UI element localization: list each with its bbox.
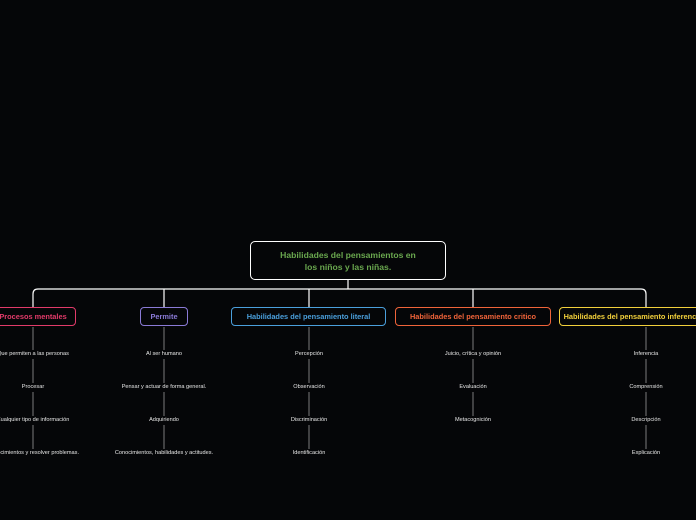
- leaf-item[interactable]: Metacognición: [454, 417, 492, 423]
- branch-label: Procesos mentales: [0, 312, 67, 321]
- branch-node[interactable]: Habilidades del pensamiento critico: [395, 307, 551, 326]
- leaf-item[interactable]: Comprensión: [629, 384, 663, 390]
- leaf-item[interactable]: Procesar: [21, 384, 45, 390]
- leaf-item[interactable]: Observación: [293, 384, 325, 390]
- leaf-item[interactable]: Inferencia: [633, 351, 659, 357]
- branch-bus-connector: [32, 288, 647, 307]
- root-node[interactable]: Habilidades del pensamientos en los niño…: [250, 241, 446, 280]
- leaf-item[interactable]: Identificación: [292, 450, 326, 456]
- root-title: Habilidades del pensamientos en los niño…: [280, 249, 416, 272]
- branch-label: Habilidades del pensamiento literal: [246, 312, 371, 321]
- leaf-item[interactable]: Discriminación: [290, 417, 328, 423]
- branch-node[interactable]: Permite: [140, 307, 188, 326]
- leaf-item[interactable]: Explicación: [631, 450, 661, 456]
- branch-label: Permite: [150, 312, 178, 321]
- leaf-item[interactable]: Pensar y actuar de forma general.: [121, 384, 207, 390]
- leaf-item[interactable]: Cualquier tipo de información: [0, 417, 70, 423]
- branch-node[interactable]: Procesos mentales: [0, 307, 76, 326]
- branch-label: Habilidades del pensamiento inferencial: [563, 312, 696, 321]
- branch-node[interactable]: Habilidades del pensamiento inferencial: [559, 307, 696, 326]
- leaf-item[interactable]: Conocimientos y resolver problemas.: [0, 450, 80, 456]
- leaf-item[interactable]: Adquiriendo: [149, 417, 179, 423]
- leaf-item[interactable]: Percepción: [295, 351, 323, 357]
- leaf-item[interactable]: Descripción: [631, 417, 661, 423]
- leaf-item[interactable]: Al ser humano: [145, 351, 183, 357]
- leaf-item[interactable]: Evaluación: [459, 384, 487, 390]
- branch-node[interactable]: Habilidades del pensamiento literal: [231, 307, 386, 326]
- branch-label: Habilidades del pensamiento critico: [409, 312, 537, 321]
- leaf-item[interactable]: Conocimientos, habilidades y actitudes.: [114, 450, 214, 456]
- leaf-item[interactable]: Que permiten a las personas: [0, 351, 69, 357]
- leaf-item[interactable]: Juicio, crítica y opinión: [444, 351, 502, 357]
